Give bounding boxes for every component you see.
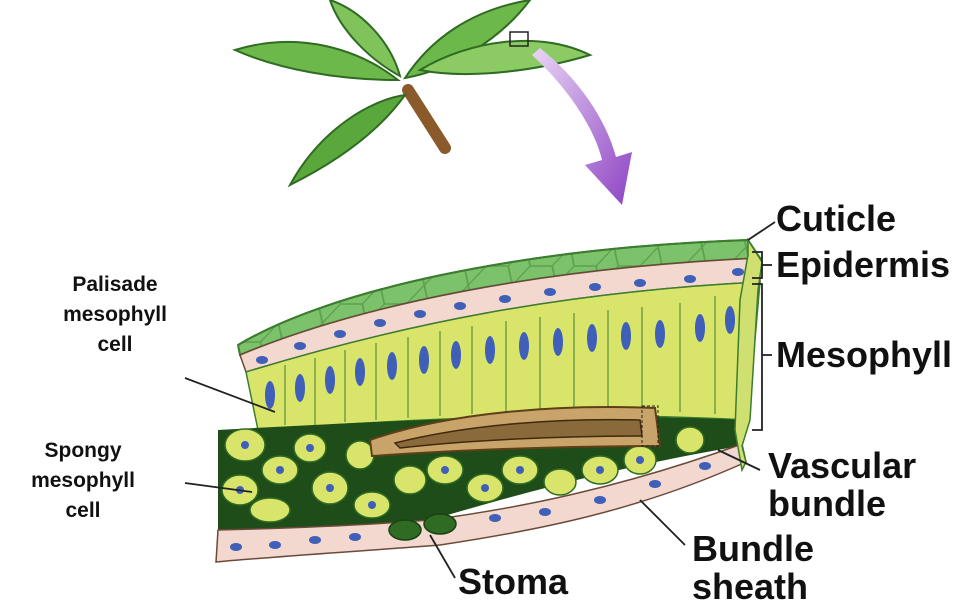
leaf-cross-section	[215, 237, 763, 563]
spongy-cells	[221, 426, 705, 523]
leader-lines	[184, 221, 776, 579]
label-stoma: Stoma	[458, 561, 569, 602]
label-spongy-mesophyll-cell: Spongy mesophyll cell	[31, 439, 135, 522]
stoma-shape	[388, 513, 457, 541]
layer-brackets	[752, 251, 772, 431]
plant-sprig	[232, 0, 593, 188]
side-face	[734, 237, 763, 473]
label-bundle-sheath: Bundle sheath	[692, 528, 814, 607]
label-palisade-mesophyll-cell: Palisade mesophyll cell	[63, 273, 167, 356]
label-cuticle: Cuticle	[776, 198, 897, 239]
label-vascular-bundle: Vascular bundle	[768, 445, 917, 524]
label-mesophyll: Mesophyll	[776, 334, 953, 375]
label-epidermis: Epidermis	[776, 244, 951, 285]
zoom-arrow	[532, 48, 632, 205]
palisade-nuclei	[265, 306, 735, 409]
